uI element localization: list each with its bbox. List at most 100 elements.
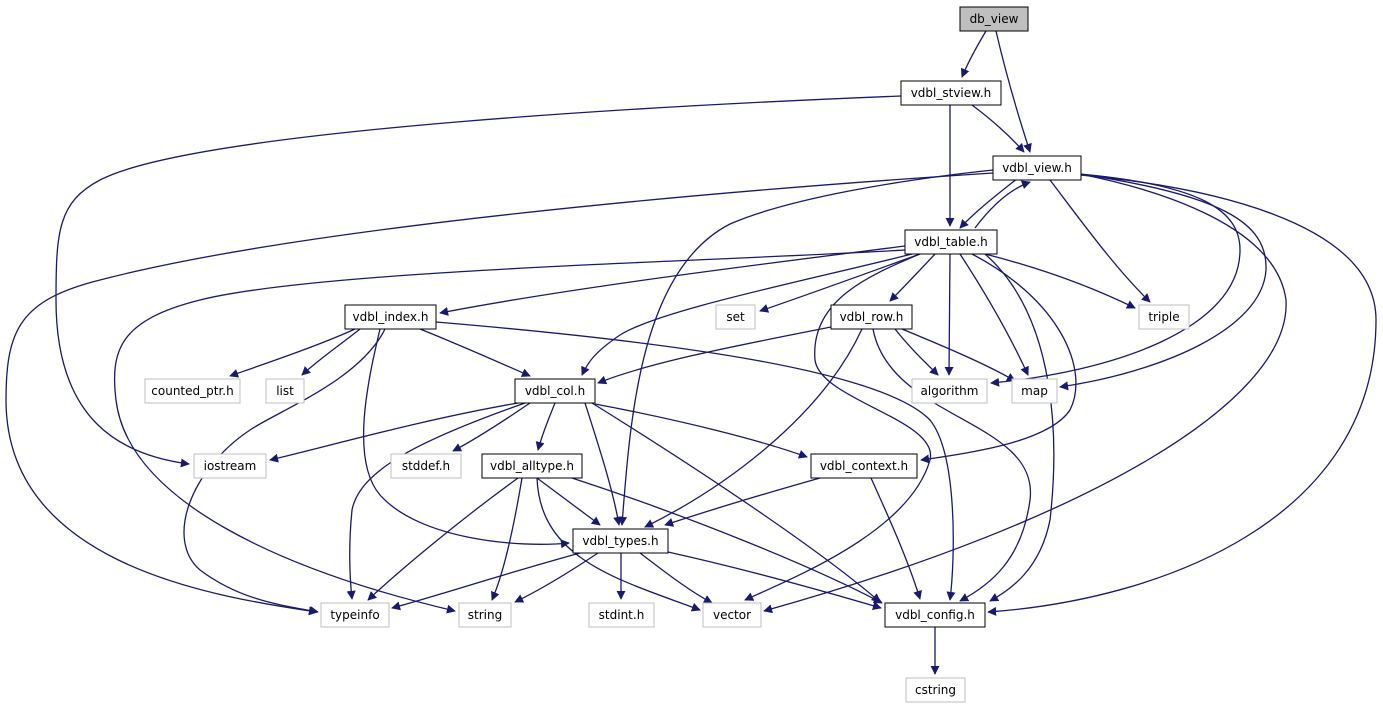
edge-vdbl_table-to-set	[759, 253, 921, 313]
node-label: vdbl_index.h	[353, 310, 429, 324]
edge-vdbl_col-to-stddef	[452, 402, 531, 452]
node-label: vector	[713, 608, 751, 622]
edge-vdbl_view-to-map	[1059, 173, 1267, 391]
edge-db_view-to-vdbl_stview	[960, 30, 987, 78]
edge-vdbl_types-to-string	[514, 552, 599, 603]
edge-vdbl_view-to-vdbl_config	[987, 174, 1377, 616]
node-vdbl_config[interactable]: vdbl_config.h	[884, 602, 986, 628]
node-box	[193, 453, 267, 479]
node-cstring: cstring	[905, 677, 966, 703]
node-box	[481, 453, 583, 479]
node-label: vdbl_types.h	[582, 534, 658, 548]
node-label: stddef.h	[402, 459, 450, 473]
edge-vdbl_col-to-vdbl_context	[594, 403, 808, 459]
node-vdbl_index[interactable]: vdbl_index.h	[344, 304, 437, 330]
node-label: vdbl_table.h	[914, 235, 987, 249]
edge-vdbl_col-to-vdbl_alltype	[535, 402, 556, 451]
edge-vdbl_table-to-string	[113, 249, 906, 614]
node-label: typeinfo	[330, 608, 379, 622]
node-algorithm: algorithm	[911, 378, 988, 404]
node-box	[144, 378, 241, 404]
node-vdbl_table[interactable]: vdbl_table.h	[904, 229, 998, 255]
node-label: vdbl_view.h	[1002, 161, 1072, 175]
edge-vdbl_table-to-vdbl_config	[984, 253, 1055, 602]
edge-vdbl_table-to-vdbl_context	[920, 253, 1077, 464]
node-label: stdint.h	[599, 608, 645, 622]
edge-vdbl_table-to-vdbl_col	[581, 253, 913, 376]
node-label: vdbl_alltype.h	[490, 459, 574, 473]
node-string: string	[458, 602, 512, 628]
edge-vdbl_col-to-vdbl_config	[591, 402, 881, 603]
node-vdbl_alltype[interactable]: vdbl_alltype.h	[481, 453, 583, 479]
edge-vdbl_alltype-to-typeinfo	[367, 477, 519, 601]
edge-vdbl_col-to-typeinfo	[346, 402, 526, 600]
node-label: vdbl_context.h	[820, 459, 908, 473]
edge-vdbl_row-to-algorithm	[894, 328, 939, 376]
edge-vdbl_table-to-map	[959, 253, 1029, 376]
node-db_view[interactable]: db_view	[959, 6, 1029, 32]
node-box	[572, 528, 669, 554]
edge-vdbl_index-to-vdbl_col	[419, 328, 531, 377]
edge-vdbl_index-to-typeinfo	[183, 328, 386, 615]
node-map: map	[1011, 378, 1058, 404]
edge-vdbl_index-to-vdbl_types	[362, 328, 570, 549]
edge-vdbl_table-to-triple	[984, 253, 1136, 309]
node-box	[265, 378, 305, 404]
node-stdint: stdint.h	[588, 602, 655, 628]
edge-db_view-to-vdbl_view	[995, 30, 1032, 153]
edge-vdbl_view-to-typeinfo	[5, 172, 994, 616]
edge-vdbl_table-to-algorithm	[944, 253, 954, 376]
edge-vdbl_stview-to-vdbl_view	[971, 104, 1025, 153]
edge-vdbl_view-to-vdbl_types	[618, 169, 994, 526]
node-box	[959, 6, 1029, 32]
node-label: vdbl_row.h	[840, 310, 904, 324]
node-label: db_view	[970, 12, 1019, 26]
node-box	[702, 602, 762, 628]
node-counted_ptr: counted_ptr.h	[144, 378, 241, 404]
edge-vdbl_view-to-vector	[763, 173, 1287, 614]
edge-vdbl_types-to-typeinfo	[391, 552, 581, 611]
edge-vdbl_context-to-vdbl_config	[870, 477, 922, 600]
edge-vdbl_stview-to-iostream	[55, 95, 902, 468]
node-label: algorithm	[921, 384, 979, 398]
node-vdbl_view[interactable]: vdbl_view.h	[992, 155, 1082, 181]
node-label: vdbl_config.h	[895, 608, 975, 622]
edges	[5, 30, 1377, 675]
node-label: cstring	[915, 683, 956, 697]
nodes: db_view vdbl_stview.h vdbl_view.h vdbl_tabl…	[144, 6, 1190, 703]
node-label: counted_ptr.h	[151, 384, 233, 398]
node-box	[1138, 304, 1190, 330]
node-box	[900, 80, 1002, 106]
edge-vdbl_table-to-vector	[744, 253, 931, 601]
edge-vdbl_types-to-vector	[639, 552, 713, 604]
node-label: string	[468, 608, 502, 622]
edge-vdbl_col-to-vdbl_types	[584, 402, 623, 526]
node-box	[1011, 378, 1058, 404]
node-set: set	[715, 304, 756, 330]
node-vdbl_stview[interactable]: vdbl_stview.h	[900, 80, 1002, 106]
edge-vdbl_row-to-vdbl_col	[597, 326, 832, 385]
node-list: list	[265, 378, 305, 404]
edge-vdbl_index-to-list	[301, 328, 361, 376]
node-iostream: iostream	[193, 453, 267, 479]
node-label: iostream	[204, 459, 257, 473]
node-vdbl_types[interactable]: vdbl_types.h	[572, 528, 669, 554]
edge-vdbl_alltype-to-vector	[536, 477, 701, 612]
edge-vdbl_index-to-counted_ptr	[229, 328, 356, 378]
node-vdbl_context[interactable]: vdbl_context.h	[810, 453, 918, 479]
edge-vdbl_row-to-map	[901, 328, 1016, 382]
edge-vdbl_row-to-vdbl_config	[872, 328, 1031, 602]
node-vdbl_row[interactable]: vdbl_row.h	[830, 304, 913, 330]
node-box	[810, 453, 918, 479]
node-box	[320, 602, 390, 628]
node-box	[390, 453, 462, 479]
node-box	[904, 229, 998, 255]
edge-vdbl_view-to-triple	[1049, 179, 1151, 303]
node-box	[514, 378, 596, 404]
edge-vdbl_alltype-to-vdbl_types	[536, 477, 601, 526]
node-box	[830, 304, 913, 330]
node-box	[884, 602, 986, 628]
node-vdbl_col[interactable]: vdbl_col.h	[514, 378, 596, 404]
edge-vdbl_alltype-to-vdbl_config	[571, 477, 883, 604]
